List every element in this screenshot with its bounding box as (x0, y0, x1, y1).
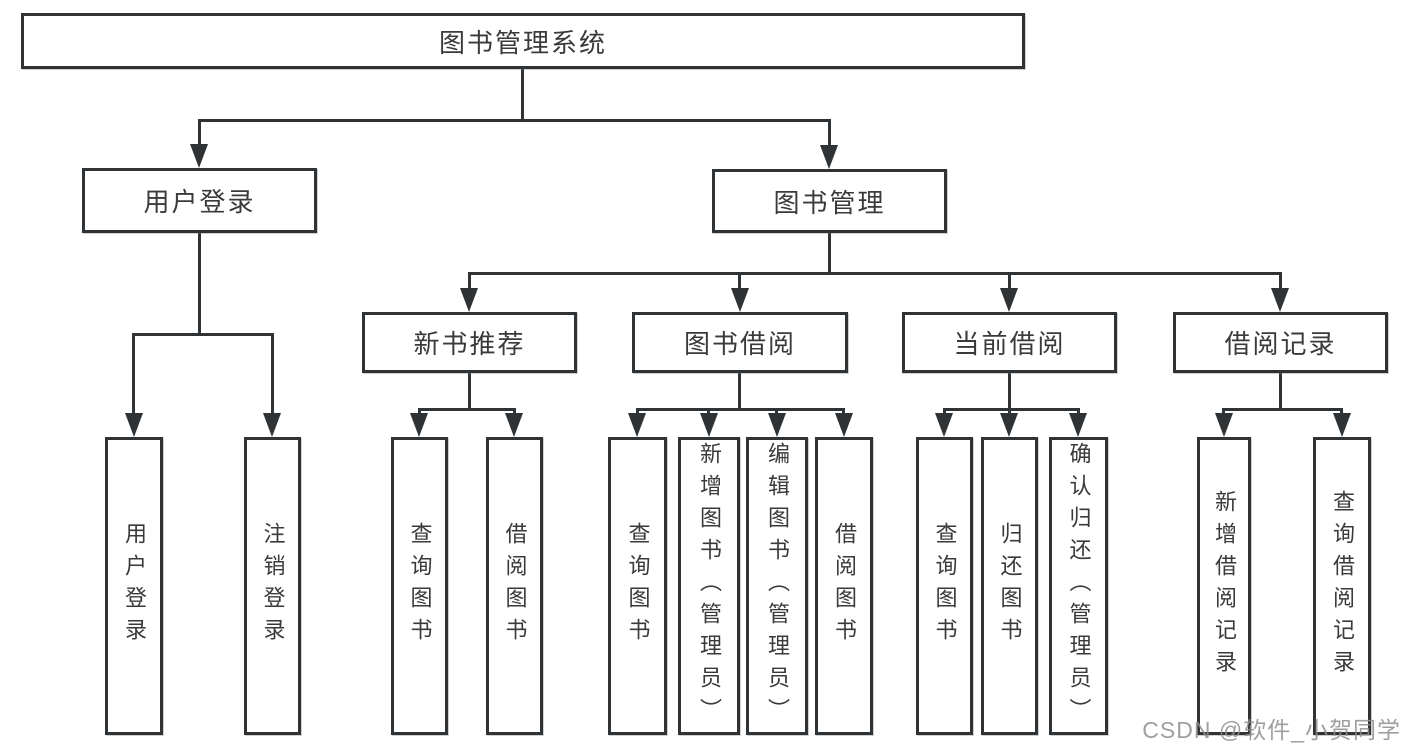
node-book-management-system: 图书管理系统 (21, 13, 1025, 69)
arrowhead-br-leaf2 (1333, 413, 1351, 437)
leaf-borrow-books: 借阅图书 (815, 437, 873, 735)
edge-borrow-records-bar (1222, 408, 1343, 411)
arrowhead-bb-leaf1 (628, 413, 646, 437)
leaf-edit-books-admin: 编辑图书（管理员） (746, 437, 808, 735)
edge-to-user-login (198, 119, 201, 146)
edge-book-borrow-bar (636, 408, 845, 411)
edge-to-leaf-login (132, 333, 135, 416)
edge-root-stem (521, 69, 524, 121)
node-current-borrow: 当前借阅 (902, 312, 1117, 373)
arrowhead-bb-leaf2 (700, 413, 718, 437)
arrowhead-nb-leaf1 (410, 413, 428, 437)
edge-current-borrow-stem (1008, 373, 1011, 410)
leaf-query-borrow-record: 查询借阅记录 (1313, 437, 1371, 735)
edge-to-new-book (468, 272, 471, 290)
leaf-add-borrow-record: 新增借阅记录 (1197, 437, 1251, 735)
leaf-logout: 注销登录 (244, 437, 301, 735)
edge-to-current-borrow (1008, 272, 1011, 290)
leaf-query-books-recommend: 查询图书 (391, 437, 448, 735)
arrowhead-book-management (820, 145, 838, 169)
arrowhead-cb-leaf2 (1000, 413, 1018, 437)
edge-new-book-bar (418, 408, 516, 411)
edge-book-borrow-stem (738, 373, 741, 410)
node-user-login: 用户登录 (82, 168, 317, 233)
leaf-add-books-admin: 新增图书（管理员） (678, 437, 740, 735)
arrowhead-bb-leaf4 (835, 413, 853, 437)
edge-borrow-records-stem (1279, 373, 1282, 410)
edge-to-book-borrow (738, 272, 741, 290)
arrowhead-bb-leaf3 (768, 413, 786, 437)
edge-new-book-stem (468, 373, 471, 410)
node-book-management: 图书管理 (712, 169, 947, 233)
node-borrow-records: 借阅记录 (1173, 312, 1388, 373)
arrowhead-nb-leaf2 (505, 413, 523, 437)
arrowhead-cb-leaf1 (935, 413, 953, 437)
arrowhead-current-borrow (1000, 288, 1018, 312)
leaf-confirm-return-admin: 确认归还（管理员） (1049, 437, 1108, 735)
edge-to-book-management (828, 119, 831, 147)
edge-book-management-bar (468, 272, 1282, 275)
leaf-query-books-current: 查询图书 (916, 437, 973, 735)
edge-user-login-stem (198, 233, 201, 336)
edge-to-borrow-records (1279, 272, 1282, 290)
edge-current-borrow-bar (943, 408, 1080, 411)
leaf-user-login: 用户登录 (105, 437, 163, 735)
arrowhead-leaf-logout (263, 413, 281, 437)
edge-to-leaf-logout (271, 333, 274, 416)
edge-user-login-bar (132, 333, 274, 336)
arrowhead-cb-leaf3 (1069, 413, 1087, 437)
arrowhead-br-leaf1 (1215, 413, 1233, 437)
csdn-watermark: CSDN @软件_小贺同学 (1142, 717, 1401, 743)
arrowhead-leaf-login (125, 413, 143, 437)
arrowhead-book-borrow (731, 288, 749, 312)
leaf-query-books-borrow: 查询图书 (608, 437, 667, 735)
arrowhead-borrow-records (1271, 288, 1289, 312)
leaf-borrow-books-recommend: 借阅图书 (486, 437, 543, 735)
edge-root-bar (198, 119, 831, 122)
arrowhead-user-login (190, 144, 208, 168)
arrowhead-new-book (460, 288, 478, 312)
edge-book-management-stem (828, 233, 831, 274)
leaf-return-books: 归还图书 (981, 437, 1038, 735)
node-new-book-recommend: 新书推荐 (362, 312, 577, 373)
node-book-borrow: 图书借阅 (632, 312, 848, 373)
